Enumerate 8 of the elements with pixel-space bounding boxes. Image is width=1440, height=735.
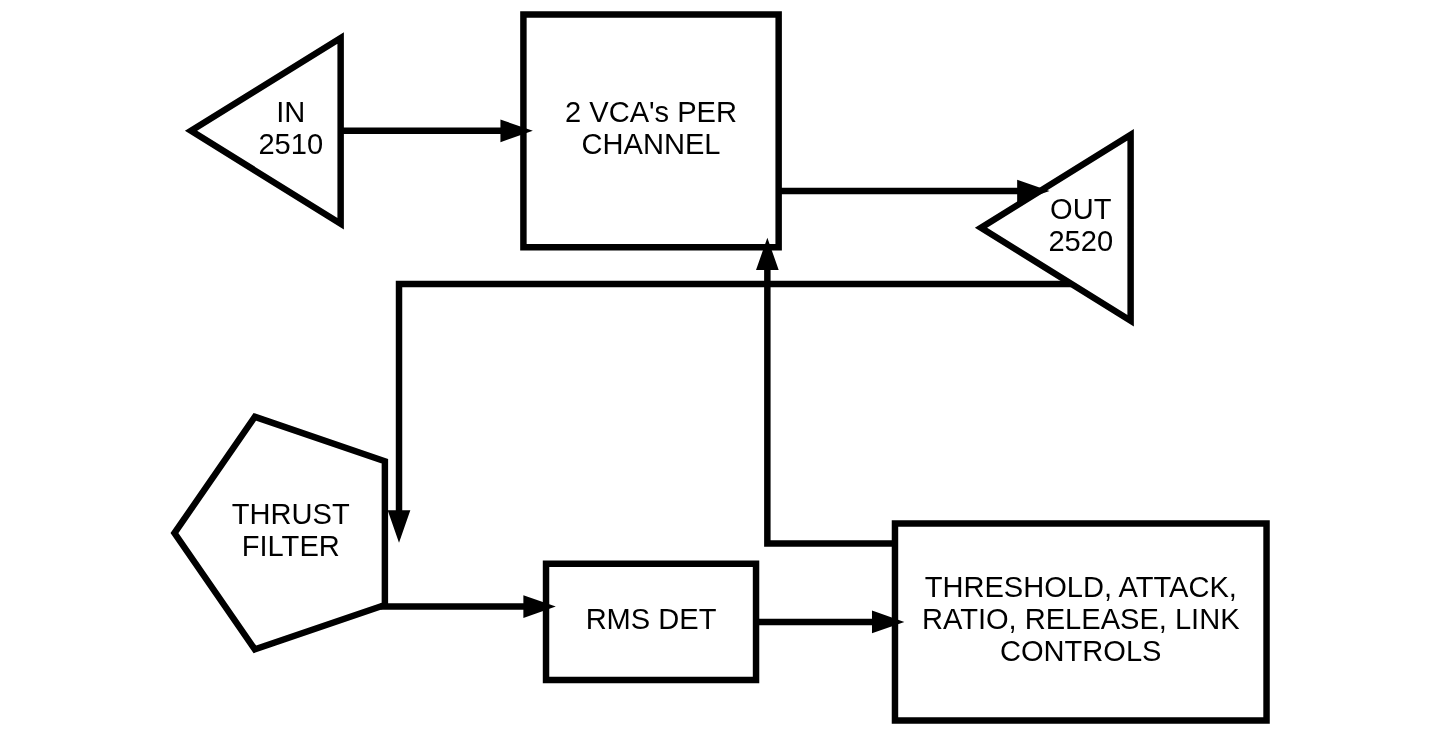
arrow <box>387 280 1071 543</box>
arrow <box>778 179 1050 203</box>
arrow <box>755 237 895 547</box>
node-box: 2 VCA's PER CHANNEL <box>519 11 782 251</box>
node-box: THRESHOLD, ATTACK, RATIO, RELEASE, LINK CONTROLS <box>891 520 1270 724</box>
arrow <box>379 595 556 618</box>
node-box: RMS DET <box>542 560 759 684</box>
arrow <box>340 119 533 143</box>
